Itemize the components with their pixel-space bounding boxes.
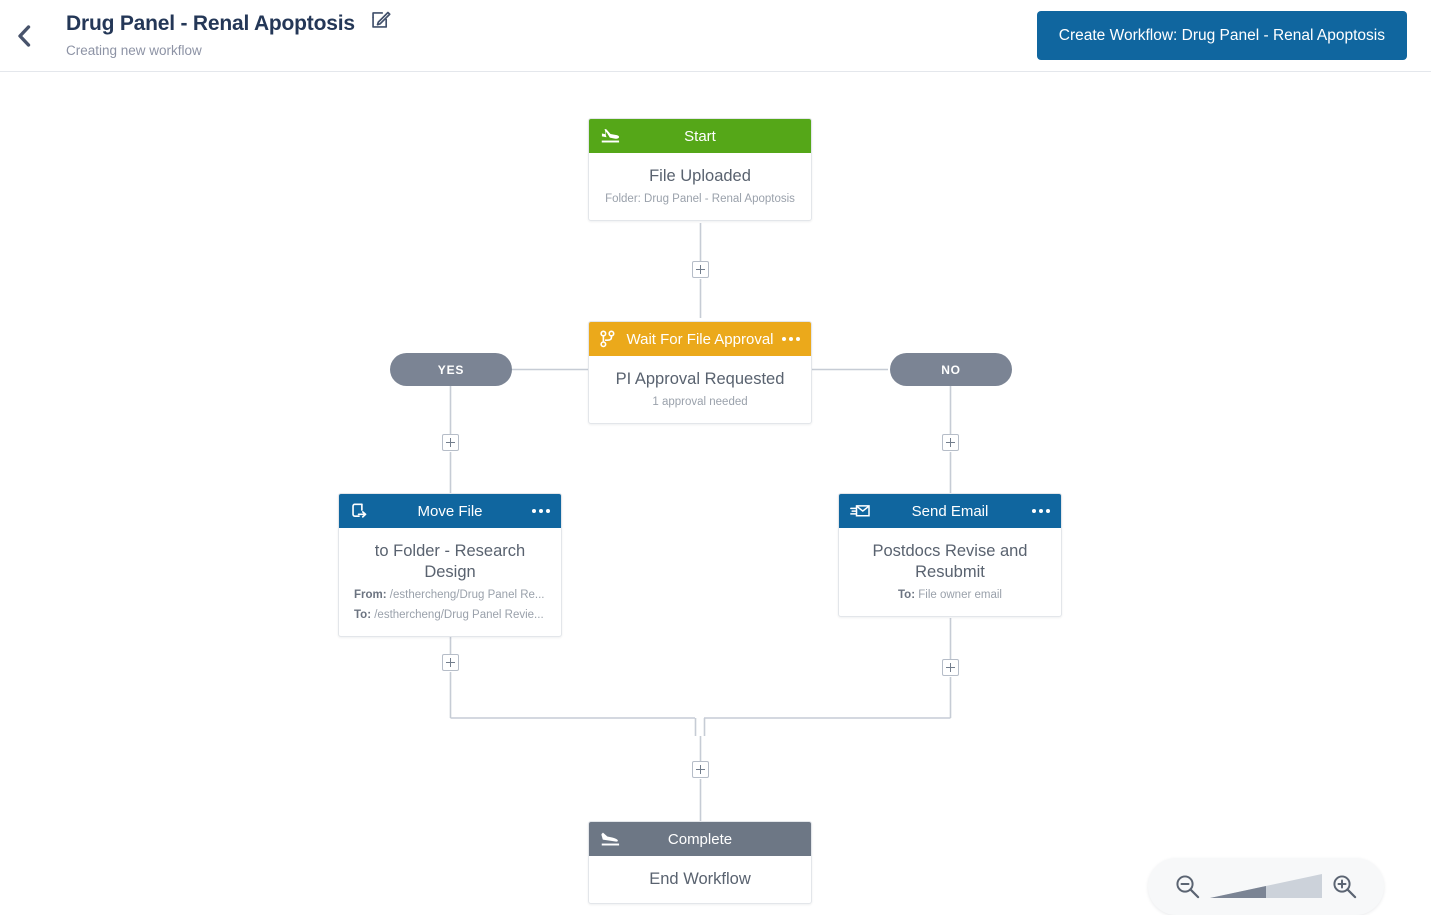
node-move-file-to-value: /esthercheng/Drug Panel Revie... xyxy=(374,609,544,621)
node-approval-main: PI Approval Requested xyxy=(615,370,785,388)
chevron-left-icon xyxy=(17,25,30,47)
node-approval-title: Wait For File Approval xyxy=(626,330,774,348)
node-approval-body: PI Approval Requested 1 approval needed xyxy=(589,356,811,423)
node-send-email-title: Send Email xyxy=(911,502,989,520)
node-start[interactable]: Start File Uploaded Folder: Drug Panel -… xyxy=(588,118,812,221)
add-step-button-start-to-approval[interactable] xyxy=(692,261,709,278)
workflow-title-block: Drug Panel - Renal Apoptosis Creating ne… xyxy=(66,9,391,59)
node-complete-body: End Workflow xyxy=(589,856,811,903)
node-approval-sub: 1 approval needed xyxy=(652,396,748,408)
node-send-email-to: To: File owner email xyxy=(849,587,1051,603)
add-step-button-after-move-file[interactable] xyxy=(442,654,459,671)
node-move-file-title: Move File xyxy=(417,502,483,520)
node-move-file-body: to Folder - Research Design From: /esthe… xyxy=(339,528,561,636)
node-move-file-header[interactable]: Move File xyxy=(339,494,561,528)
back-button[interactable] xyxy=(6,18,40,54)
node-start-main: File Uploaded xyxy=(649,167,751,185)
add-step-button-no-branch[interactable] xyxy=(942,434,959,451)
node-move-file-from-label: From: xyxy=(354,589,387,601)
code-branch-icon xyxy=(600,330,615,348)
add-step-button-before-complete[interactable] xyxy=(692,761,709,778)
app-header: Drug Panel - Renal Apoptosis Creating ne… xyxy=(0,0,1431,72)
ellipsis-icon[interactable] xyxy=(532,509,550,513)
node-move-file-to-label: To: xyxy=(354,609,372,621)
envelope-send-icon xyxy=(850,503,871,520)
magnifier-plus-icon[interactable] xyxy=(1331,873,1358,900)
create-workflow-button[interactable]: Create Workflow: Drug Panel - Renal Apop… xyxy=(1036,11,1407,60)
node-start-body: File Uploaded Folder: Drug Panel - Renal… xyxy=(589,153,811,220)
node-approval-header[interactable]: Wait For File Approval xyxy=(589,322,811,356)
node-send-email-to-value: File owner email xyxy=(918,589,1002,601)
page-subtitle: Creating new workflow xyxy=(66,43,202,58)
plane-landing-icon xyxy=(600,831,621,847)
edit-pencil-square-icon[interactable] xyxy=(370,9,391,35)
node-complete-header[interactable]: Complete xyxy=(589,822,811,856)
workflow-canvas[interactable]: Start File Uploaded Folder: Drug Panel -… xyxy=(0,72,1431,915)
node-complete[interactable]: Complete End Workflow xyxy=(588,821,812,904)
add-step-button-yes-branch[interactable] xyxy=(442,434,459,451)
add-step-button-after-send-email[interactable] xyxy=(942,659,959,676)
zoom-wedge-slider xyxy=(1210,873,1322,898)
branch-pill-no-label: NO xyxy=(941,362,961,377)
zoom-slider[interactable] xyxy=(1210,870,1322,904)
node-move-file-to: To: /esthercheng/Drug Panel Revie... xyxy=(349,607,551,623)
branch-pill-no[interactable]: NO xyxy=(890,353,1012,386)
node-send-email-body: Postdocs Revise and Resubmit To: File ow… xyxy=(839,528,1061,616)
node-complete-main: End Workflow xyxy=(649,870,751,888)
node-move-file[interactable]: Move File to Folder - Research Design Fr… xyxy=(338,493,562,637)
node-move-file-main: to Folder - Research Design xyxy=(374,542,526,581)
node-send-email[interactable]: Send Email Postdocs Revise and Resubmit … xyxy=(838,493,1062,617)
node-complete-title: Complete xyxy=(667,830,733,848)
plane-takeoff-icon xyxy=(600,128,621,144)
ellipsis-icon[interactable] xyxy=(1032,509,1050,513)
node-send-email-header[interactable]: Send Email xyxy=(839,494,1061,528)
move-file-arrow-icon xyxy=(350,502,369,521)
node-send-email-to-label: To: xyxy=(898,589,916,601)
node-start-sub: Folder: Drug Panel - Renal Apoptosis xyxy=(605,193,795,205)
branch-pill-yes-label: YES xyxy=(437,362,465,377)
magnifier-minus-icon[interactable] xyxy=(1174,873,1201,900)
node-start-title: Start xyxy=(684,127,716,145)
ellipsis-icon[interactable] xyxy=(782,337,800,341)
page-title: Drug Panel - Renal Apoptosis xyxy=(66,11,355,35)
node-wait-for-file-approval[interactable]: Wait For File Approval PI Approval Reque… xyxy=(588,321,812,424)
branch-pill-yes[interactable]: YES xyxy=(390,353,512,386)
node-move-file-from: From: /esthercheng/Drug Panel Re... xyxy=(349,587,551,603)
node-start-header[interactable]: Start xyxy=(589,119,811,153)
node-send-email-main: Postdocs Revise and Resubmit xyxy=(872,542,1028,581)
zoom-control[interactable] xyxy=(1148,858,1384,915)
node-move-file-from-value: /esthercheng/Drug Panel Re... xyxy=(389,589,545,601)
